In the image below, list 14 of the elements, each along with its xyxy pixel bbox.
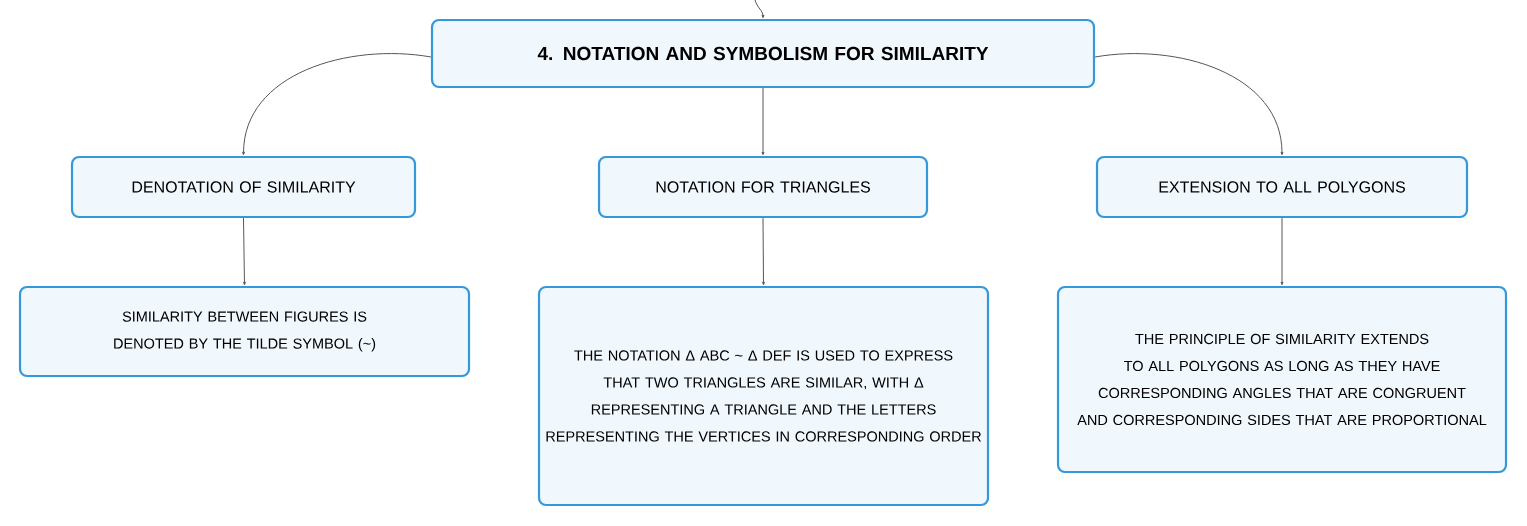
title-box: 4. NOTATION AND SYMBOLISM FOR SIMILARITY bbox=[430, 18, 1096, 89]
description-box: THE PRINCIPLE OF SIMILARITY EXTENDS TO ALL POLYGONS AS LONG AS THEY HAVE CORRESPONDING ANGLES THAT ARE CONGRUENT AND CORRESPONDING SIDES THAT ARE PROPORTIONAL bbox=[1056, 285, 1508, 474]
topic-box: EXTENSION TO ALL POLYGONS bbox=[1095, 155, 1469, 219]
arrow bbox=[1094, 53, 1284, 156]
arrow bbox=[754, 0, 765, 19]
arrow bbox=[761, 87, 765, 156]
topic-box: DENOTATION OF SIMILARITY bbox=[70, 155, 417, 219]
arrow bbox=[1280, 217, 1284, 286]
arrow bbox=[242, 53, 432, 156]
description-box: SIMILARITY BETWEEN FIGURES IS DENOTED BY THE TILDE SYMBOL (~) bbox=[18, 285, 471, 378]
description-box: THE NOTATION Δ ABC ~ Δ DEF IS USED TO EXPRESS THAT TWO TRIANGLES ARE SIMILAR, WITH Δ REPRESENTING A TRIANGLE AND THE LETTERS REPRESENTING THE VERTICES IN CORRESPONDING ORDER bbox=[537, 285, 990, 507]
arrow bbox=[243, 217, 246, 286]
topic-box: NOTATION FOR TRIANGLES bbox=[597, 155, 929, 219]
arrow bbox=[762, 217, 765, 286]
